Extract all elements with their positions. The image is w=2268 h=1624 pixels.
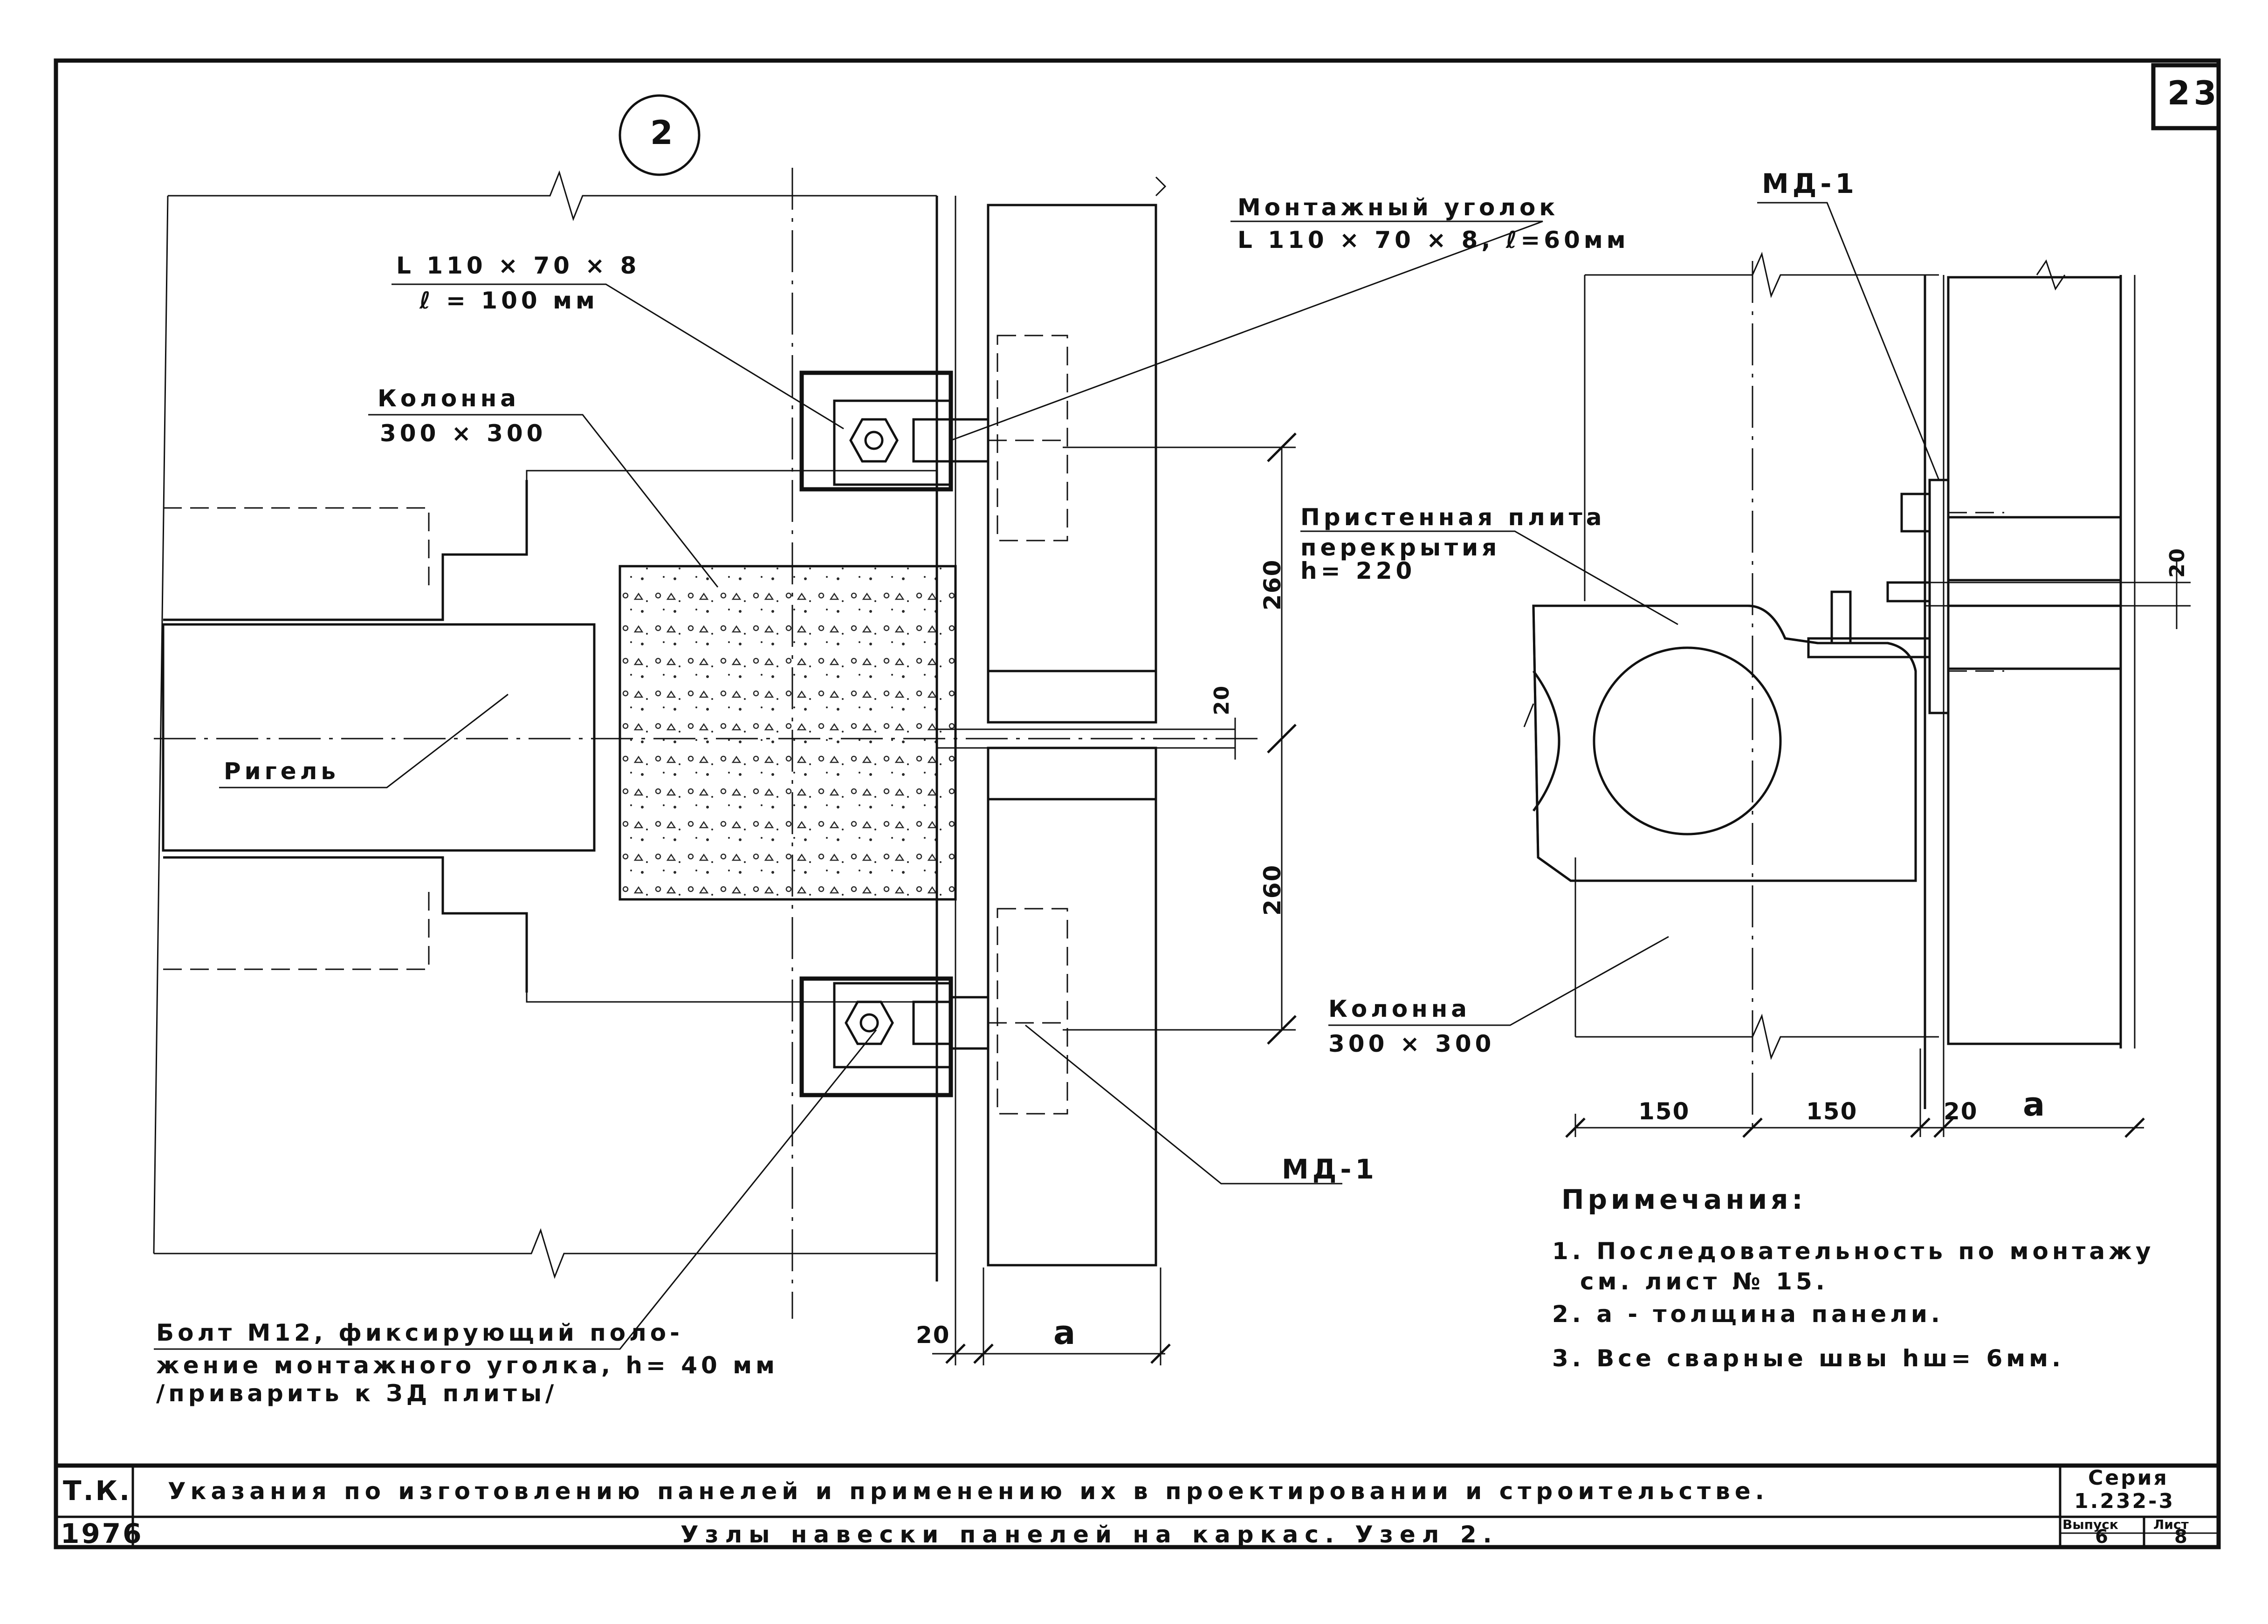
sheet-frame <box>54 58 2221 1549</box>
tb-line1: Указания по изготовлению панелей и приме… <box>168 1478 1769 1505</box>
right-md1-plate <box>1928 479 1950 714</box>
label-column-left-1: Колонна <box>378 385 520 412</box>
left-detail <box>153 94 1543 1365</box>
label-wall-slab-3: h= 220 <box>1300 557 1416 584</box>
lower-angle-box <box>799 976 953 1097</box>
label-md1-top: МД-1 <box>1762 168 1858 199</box>
tb-issue-label: Выпуск <box>2062 1517 2118 1532</box>
note-2: 2. a - толщина панели. <box>1552 1301 1944 1328</box>
dim-20-right: 20 <box>1944 1098 1978 1125</box>
label-angle-upper-1: L 110 × 70 × 8 <box>396 252 640 279</box>
right-bolt-side <box>1886 581 1931 603</box>
right-lower-panel <box>1947 604 2122 1045</box>
dim-260-bottom: 260 <box>1259 864 1286 916</box>
note-3: 3. Все сварные швы hш= 6мм. <box>1552 1345 2065 1372</box>
slab-void <box>1593 646 1782 836</box>
label-rigel: Ригель <box>224 758 339 785</box>
upper-angle-box <box>799 370 953 492</box>
note-1-cont: см. лист № 15. <box>1580 1268 1828 1295</box>
right-lower-insulation <box>1947 604 2122 670</box>
right-bolt-top <box>1830 590 1852 644</box>
wall-slab <box>1532 604 1917 882</box>
notes-title: Примечания: <box>1561 1184 1807 1215</box>
upper-panel <box>987 204 1157 724</box>
upper-md1-plate <box>949 418 990 463</box>
dim-20-left: 20 <box>916 1322 950 1349</box>
dim-20-mid: 20 <box>1210 685 1234 715</box>
tb-issue-value: 6 <box>2095 1526 2108 1548</box>
tb-series-label: Серия <box>2088 1466 2169 1490</box>
dim-260-top: 260 <box>1259 559 1286 610</box>
lower-flange <box>526 993 937 1003</box>
right-upper-insulation <box>1947 516 2122 582</box>
label-mount-angle-2: L 110 × 70 × 8, ℓ=60мм <box>1237 226 1629 254</box>
dim-150-2: 150 <box>1806 1098 1858 1125</box>
right-detail <box>1300 202 2191 1138</box>
note-1: 1. Последовательность по монтажу <box>1552 1238 2155 1265</box>
right-angle <box>1807 637 1931 658</box>
label-angle-upper-2: ℓ = 100 мм <box>419 287 598 314</box>
break-line-top <box>168 170 937 221</box>
lower-bolt-nut <box>845 1000 894 1045</box>
lower-panel <box>987 747 1157 1267</box>
upper-flange <box>526 470 937 480</box>
upper-panel-insulation <box>987 670 1157 724</box>
tb-series-value: 1.232-3 <box>2074 1489 2175 1513</box>
tb-org: Т.К. <box>63 1475 132 1507</box>
label-bolt-3: /приварить к ЗД плиты/ <box>156 1380 558 1407</box>
break-line-bottom <box>154 1228 937 1279</box>
leader-rigel <box>219 693 509 788</box>
label-column-right-2: 300 × 300 <box>1328 1030 1495 1057</box>
lower-md1-plate <box>949 996 990 1050</box>
node-number: 2 <box>650 114 673 152</box>
label-bolt-1: Болт М12, фиксирующий поло- <box>156 1319 683 1346</box>
node-circle <box>619 94 701 176</box>
dim-a-left: a <box>1053 1314 1076 1352</box>
tb-sheet-label: Лист <box>2153 1517 2189 1532</box>
label-column-left-2: 300 × 300 <box>380 420 547 447</box>
leader-wall-slab <box>1300 530 1678 625</box>
lower-embedded-plate <box>997 908 1068 1115</box>
label-mount-angle-1: Монтажный уголок <box>1237 194 1559 221</box>
sheet-number-box <box>2151 63 2221 130</box>
rigel-top-edge <box>163 480 528 621</box>
slab-void-half <box>1532 670 1560 812</box>
leader-column <box>368 414 719 588</box>
tb-line2: Узлы навески панелей на каркас. Узел 2. <box>680 1521 1498 1548</box>
tb-year: 1976 <box>61 1518 144 1549</box>
upper-bolt-nut <box>849 418 899 463</box>
extent-left <box>153 195 169 1254</box>
leader-md1-bottom <box>1025 1024 1342 1185</box>
dim-a-right: a <box>2023 1085 2045 1124</box>
label-md1-bottom: МД-1 <box>1282 1153 1378 1185</box>
leader-md1-top <box>1757 202 1940 480</box>
title-block <box>56 1463 2219 1547</box>
label-bolt-2: жение монтажного уголка, h= 40 мм <box>156 1352 778 1379</box>
label-column-right-1: Колонна <box>1328 995 1471 1022</box>
rigel-bottom-edge <box>163 856 528 993</box>
dashed-rigel-bottom <box>163 885 430 970</box>
break-top-right <box>1585 252 1939 298</box>
upper-embedded-plate <box>997 335 1068 541</box>
leader-angle-upper <box>392 283 844 430</box>
leader-column-right <box>1328 936 1669 1026</box>
sheet-number: 23 <box>2167 74 2220 112</box>
leader-mount-angle <box>950 220 1543 441</box>
lower-panel-insulation <box>987 747 1157 801</box>
leader-bolt <box>154 1029 877 1350</box>
rigel-body <box>162 623 596 852</box>
label-wall-slab-1: Пристенная плита <box>1300 504 1606 531</box>
break-bottom-right <box>1575 1014 1939 1060</box>
right-upper-panel <box>1947 276 2122 582</box>
dim-150-1: 150 <box>1638 1098 1690 1125</box>
dashed-rigel-top <box>163 507 430 587</box>
tb-sheet-value: 8 <box>2174 1526 2187 1548</box>
dim-20-right-joint: 20 <box>2165 547 2189 578</box>
label-wall-slab-2: перекрытия <box>1300 534 1501 561</box>
